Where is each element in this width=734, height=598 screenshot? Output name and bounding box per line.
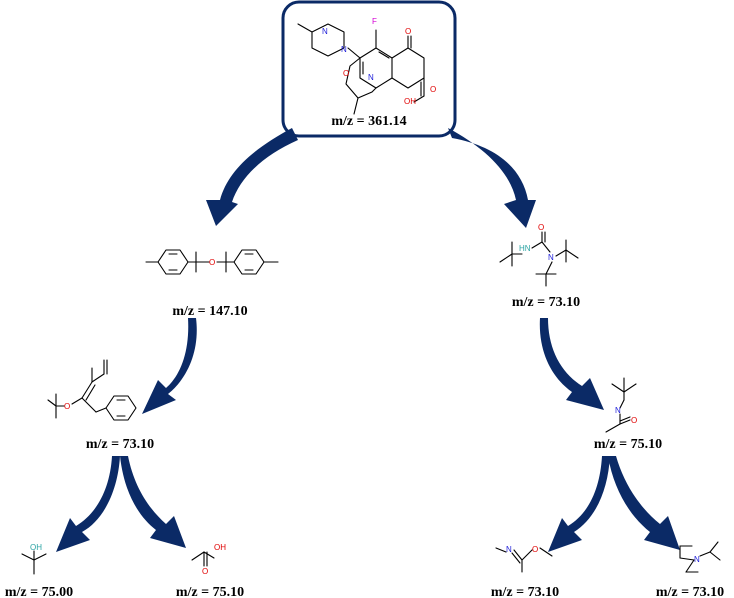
fragment-left-75-10-structure — [191, 551, 215, 567]
fragment-right-73-10-a-mz-label: m/z = 73.10 — [491, 585, 559, 598]
left-fragment-mz-label: m/z = 147.10 — [172, 304, 247, 319]
fragment-left-75-10: OH O m/z = 75.10 — [176, 543, 244, 598]
fragment-75-00-mz-label: m/z = 75.00 — [5, 585, 73, 598]
atom-O: O — [532, 545, 538, 554]
atom-F: F — [372, 17, 377, 26]
right-fragment: HN O N m/z = 73.10 — [499, 223, 580, 310]
atom-OH: OH — [30, 543, 42, 552]
fragment-right-73-10-b-structure — [679, 541, 721, 573]
right-mid: N O m/z = 75.10 — [594, 377, 662, 452]
arrow-to-right-73-10-a — [548, 456, 610, 552]
atom-O: O — [202, 567, 208, 576]
arrow-to-right-73-10-b — [608, 456, 680, 550]
parent-ion: F N N O N O OH O m/z = 361.14 — [281, 0, 457, 138]
right-mid-mz-label: m/z = 75.10 — [594, 437, 662, 452]
parent-mz-label: m/z = 361.14 — [331, 114, 406, 129]
fragment-75-00-structure — [21, 550, 47, 575]
arrow-to-right-mid — [539, 318, 604, 410]
arrow-to-75-00 — [56, 456, 120, 552]
left-mid-mz-label: m/z = 73.10 — [86, 437, 154, 452]
right-fragment-structure — [499, 231, 579, 287]
atom-HN: HN — [519, 244, 531, 253]
left-fragment: O m/z = 147.10 — [145, 249, 279, 319]
fragment-right-73-10-a-structure — [495, 547, 553, 573]
left-mid-structure — [47, 359, 137, 421]
atom-O-acid: O — [430, 85, 436, 94]
fragment-right-73-10-a: N O m/z = 73.10 — [491, 545, 559, 598]
atom-O: O — [538, 223, 544, 232]
atom-N: N — [615, 406, 621, 415]
right-mid-structure — [605, 377, 637, 433]
arrow-to-left-mid — [142, 318, 197, 414]
atom-O: O — [209, 258, 215, 267]
atom-N: N — [548, 253, 554, 262]
fragment-right-73-10-b-mz-label: m/z = 73.10 — [656, 585, 724, 598]
arrow-to-left-fragment — [206, 128, 298, 226]
parent-structure — [297, 23, 425, 115]
atom-O: O — [64, 402, 70, 411]
parent-ion-box — [281, 0, 457, 138]
fragment-75-00: OH m/z = 75.00 — [5, 543, 73, 598]
atom-O-ketone: O — [405, 27, 411, 36]
atom-OH-acid: OH — [404, 97, 416, 106]
atom-N: N — [506, 545, 512, 554]
arrow-to-left-75-10 — [120, 456, 186, 548]
fragment-left-75-10-mz-label: m/z = 75.10 — [176, 585, 244, 598]
atom-N-piperazine: N — [341, 45, 347, 54]
left-mid: O m/z = 73.10 — [47, 359, 154, 452]
left-fragment-structure — [145, 249, 279, 275]
fragment-right-73-10-b: N m/z = 73.10 — [656, 541, 724, 598]
atom-N-methyl: N — [322, 27, 328, 36]
atom-O-ring: O — [343, 69, 349, 78]
atom-N: N — [694, 555, 700, 564]
atom-N-core: N — [368, 73, 374, 82]
arrow-to-right-fragment — [448, 128, 536, 228]
atom-O: O — [631, 416, 637, 425]
right-fragment-mz-label: m/z = 73.10 — [512, 295, 580, 310]
atom-OH: OH — [214, 543, 226, 552]
